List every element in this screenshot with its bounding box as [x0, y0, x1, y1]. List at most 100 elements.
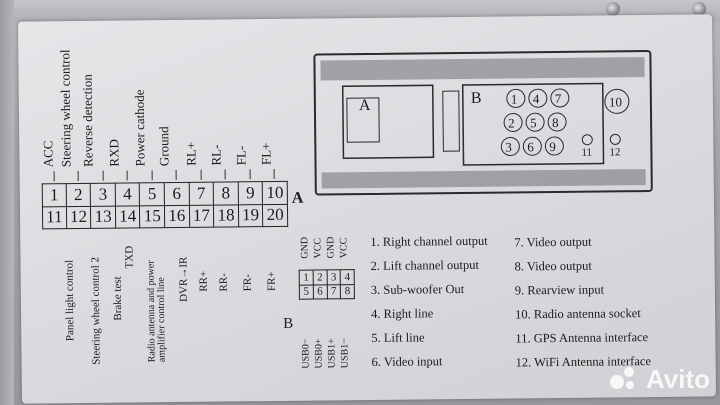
top-label-3: Reverse detection: [79, 74, 96, 167]
top-label-6: Ground: [156, 126, 172, 167]
socket-number: 8: [552, 114, 559, 131]
legend-item: 5. Lift line: [371, 330, 425, 345]
socket-number: 12: [609, 146, 621, 159]
socket-number: 4: [532, 91, 540, 107]
pin-cell: 10: [262, 181, 288, 205]
usb-top-label: GND: [325, 236, 337, 259]
usb-bottom-label: USB1−: [339, 338, 351, 369]
pin-cell: 11: [42, 206, 67, 229]
bottom-label-20: FR+: [265, 271, 278, 292]
pin-arrow: [175, 169, 177, 181]
legend-item: 6. Video input: [371, 354, 443, 369]
connector-a-pin-table: 1 2 3 4 5 6 7 8 9 10 11 12 13 14 15 16 1…: [42, 181, 288, 230]
top-label-7: RL+: [183, 141, 199, 166]
socket-number: 5: [530, 115, 537, 131]
legend-item: 2. Lift channel output: [370, 257, 479, 273]
pin-arrow: [224, 169, 226, 180]
usb-pin: 2: [312, 269, 327, 285]
bottom-label-16: DVR→IR: [177, 256, 190, 302]
screw-icon: [606, 2, 620, 16]
pin-cell: 20: [262, 203, 288, 227]
pin-cell: 1: [42, 183, 67, 207]
pin-cell: 15: [139, 205, 165, 228]
usb-connector-table: 1 2 3 4 5 6 7 8: [299, 269, 355, 300]
socket-b-letter: B: [470, 89, 482, 107]
screw-icon: [692, 2, 706, 16]
usb-bottom-label: USB0+: [313, 338, 325, 369]
pin-arrow: [53, 171, 55, 182]
top-label-9: FL-: [233, 145, 249, 166]
pin-cell: 2: [65, 183, 91, 207]
legend-item: 4. Right line: [371, 306, 434, 321]
pin-cell: 13: [90, 205, 116, 229]
pin-arrow: [151, 170, 153, 181]
pin-cell: 16: [164, 204, 190, 228]
usb-pin: 4: [340, 269, 355, 285]
pin-cell: 14: [115, 205, 141, 229]
pin-cell: 9: [237, 181, 263, 205]
socket-number: 9: [549, 139, 556, 155]
bottom-label-19: FR-: [241, 274, 254, 292]
pin-cell: 12: [66, 205, 91, 229]
top-label-5: Power cathode: [131, 89, 148, 167]
pin-cell: 7: [188, 182, 214, 205]
legend-item: 3. Sub-woofer Out: [370, 281, 465, 297]
socket-number: 1: [510, 91, 518, 107]
pin-arrow: [126, 170, 128, 181]
usb-pin: 3: [326, 269, 341, 285]
pin-cell: 4: [115, 182, 140, 206]
legend-item: 10. Radio antenna socket: [515, 306, 641, 322]
legend-item: 8. Video output: [514, 258, 592, 274]
wiring-label-sticker: ACC Steering wheel control Reverse detec…: [18, 14, 716, 404]
bottom-label-17: RR+: [197, 270, 210, 292]
top-label-1: ACC: [40, 140, 56, 168]
usb-pin: 8: [340, 284, 355, 299]
bottom-label-18: RR-: [217, 273, 230, 292]
pin-arrow: [200, 169, 202, 180]
pin-arrow: [273, 168, 275, 179]
top-label-8: RL-: [208, 144, 224, 166]
bottom-label-12: Steering wheel control 2: [89, 256, 103, 365]
legend-item: 7. Video output: [514, 234, 592, 250]
usb-bottom-label: USB1+: [326, 338, 338, 369]
top-label-4: RXD: [106, 139, 122, 167]
metal-frame-left: [0, 0, 14, 405]
avito-watermark: Avito: [609, 364, 710, 395]
usb-pin: 5: [299, 284, 314, 300]
legend-item: 1. Right channel output: [370, 233, 488, 249]
socket-number: 11: [581, 146, 593, 159]
connector-b-letter: B: [283, 315, 294, 332]
pin-arrow: [77, 171, 79, 182]
socket-a-letter: A: [358, 96, 371, 115]
usb-top-label: GND: [299, 236, 311, 259]
pin-cell: 8: [213, 181, 239, 205]
legend-item: 11. GPS Antenna interface: [515, 330, 649, 346]
top-label-10: FL+: [258, 142, 274, 166]
socket-number: 6: [527, 139, 534, 155]
usb-pin: 6: [313, 284, 327, 300]
avito-logo-icon: [609, 366, 640, 393]
pin-arrow: [102, 170, 104, 181]
bottom-label-11: Panel light control: [63, 259, 77, 342]
socket-number: 2: [508, 115, 515, 131]
pin-cell: 18: [213, 204, 239, 228]
pin-arrow: [249, 169, 251, 180]
pin-cell: 3: [90, 183, 116, 206]
usb-bottom-label: USB0−: [300, 338, 312, 369]
legend-item: 9. Rearview input: [514, 282, 605, 298]
watermark-text: Avito: [645, 364, 710, 394]
usb-pin: 7: [326, 284, 341, 299]
usb-top-label: VCC: [312, 237, 324, 259]
socket-number: 7: [554, 90, 562, 107]
bottom-label-15: Radio antenna and power amplifier contro…: [145, 260, 168, 363]
connector-a-letter: A: [291, 189, 304, 207]
pin-cell: 6: [164, 182, 190, 206]
bottom-label-14: TXD: [123, 245, 136, 269]
pin-cell: 17: [189, 204, 214, 228]
usb-pin: 1: [299, 270, 314, 285]
usb-top-label: VCC: [338, 237, 350, 259]
socket-number: 3: [505, 139, 512, 155]
pin-cell: 19: [238, 204, 264, 227]
top-label-2: Steering wheel control: [57, 49, 74, 168]
